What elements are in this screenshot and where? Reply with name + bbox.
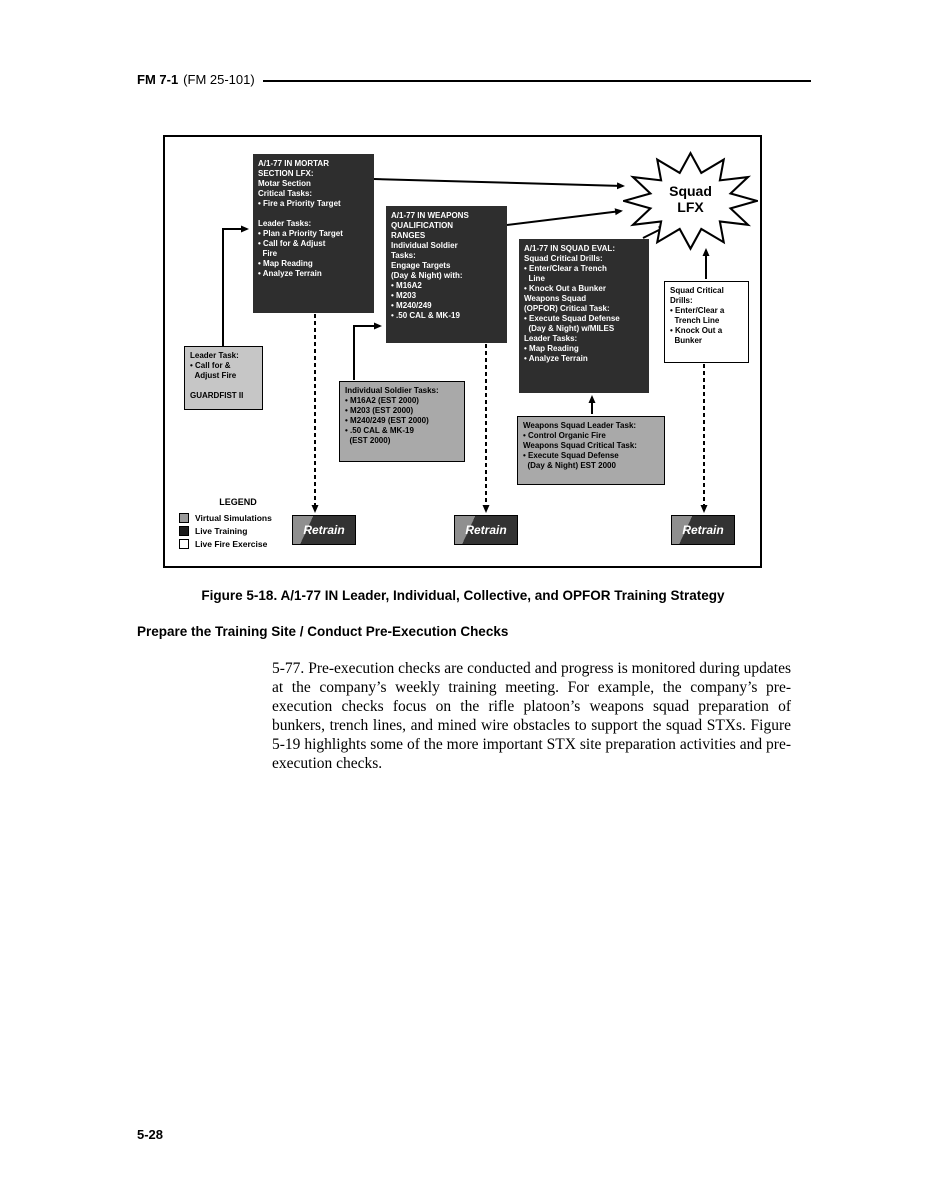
header-rule: [262, 79, 811, 82]
figure-caption: Figure 5-18. A/1-77 IN Leader, Individua…: [201, 588, 725, 603]
legend-label-virtual-simulations: Virtual Simulations: [195, 513, 272, 523]
page-number: 5-28: [137, 1127, 164, 1142]
connector-arrows: [222, 178, 710, 513]
squad-lfx-label-line1: Squad: [669, 182, 712, 199]
squad-lfx-starburst: Squad LFX: [623, 149, 758, 251]
guardfist-box: Leader Task: • Call for & Adjust Fire GU…: [184, 346, 263, 410]
live-training-swatch: [179, 526, 189, 536]
paragraph-5-77: 5-77. Pre-execution checks are conducted…: [272, 660, 791, 773]
virtual-simulations-swatch: [179, 513, 189, 523]
mortar-section-lfx-box: A/1-77 IN MORTAR SECTION LFX: Motar Sect…: [253, 154, 374, 313]
squad-lfx-label: Squad LFX: [623, 149, 758, 249]
page-header: FM 7-1 (FM 25-101): [137, 72, 811, 87]
legend-label-live-training: Live Training: [195, 526, 248, 536]
legend-item-virtual-simulations: Virtual Simulations: [179, 513, 297, 523]
header-doc-reference: (FM 25-101): [183, 72, 255, 87]
legend-title: LEGEND: [219, 497, 257, 507]
retrain-box-1: Retrain: [292, 515, 356, 545]
weapons-qualification-box: A/1-77 IN WEAPONS QUALIFICATION RANGES I…: [386, 206, 507, 343]
squad-lfx-label-line2: LFX: [677, 199, 704, 215]
legend: LEGEND Virtual Simulations Live Training…: [179, 497, 297, 552]
header-doc-number: FM 7-1: [137, 72, 179, 87]
figure-5-18-diagram: A/1-77 IN MORTAR SECTION LFX: Motar Sect…: [163, 135, 762, 568]
est-2000-tasks-box: Individual Soldier Tasks: • M16A2 (EST 2…: [339, 381, 465, 462]
retrain-box-2: Retrain: [454, 515, 518, 545]
legend-item-live-fire-exercise: Live Fire Exercise: [179, 539, 297, 549]
section-heading: Prepare the Training Site / Conduct Pre-…: [137, 624, 509, 639]
legend-label-live-fire-exercise: Live Fire Exercise: [195, 539, 268, 549]
live-fire-exercise-swatch: [179, 539, 189, 549]
squad-critical-drills-box: Squad Critical Drills: • Enter/Clear a T…: [664, 281, 749, 363]
retrain-box-3: Retrain: [671, 515, 735, 545]
weapons-squad-opfor-box: Weapons Squad Leader Task: • Control Org…: [517, 416, 665, 485]
legend-item-live-training: Live Training: [179, 526, 297, 536]
squad-eval-box: A/1-77 IN SQUAD EVAL: Squad Critical Dri…: [519, 239, 649, 393]
starburst-shape: [623, 150, 758, 251]
